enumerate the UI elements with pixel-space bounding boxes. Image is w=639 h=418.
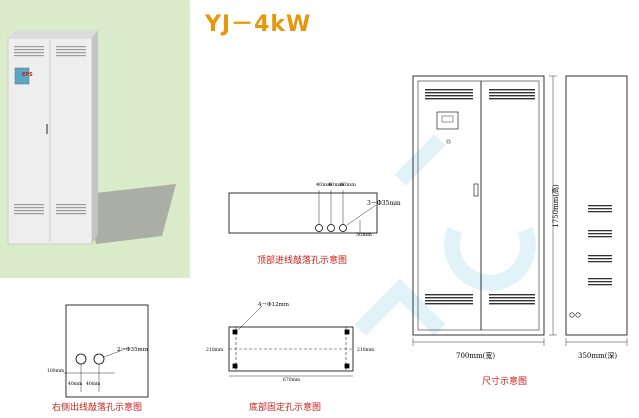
top-view-caption: 顶部进线敲落孔示意图 xyxy=(257,256,348,266)
top-dim-c: 60mm xyxy=(340,182,356,188)
right-dim-a: 40mm xyxy=(68,382,83,387)
product-photo xyxy=(7,30,176,245)
right-view-caption: 右侧出线敲落孔示意图 xyxy=(52,403,143,413)
bottom-width: 670mm xyxy=(283,378,301,383)
page-title: YJ－4kW xyxy=(205,12,312,37)
right-hole-spec: 2－Φ35mm xyxy=(117,347,148,353)
right-side-view-diagram xyxy=(64,304,149,398)
eps-badge: EPS xyxy=(22,72,33,78)
bottom-hole-spec: 4－Φ12mm xyxy=(258,302,289,308)
right-height: 100mm xyxy=(47,369,65,374)
top-height: 50mm xyxy=(356,232,372,238)
top-dim-b: 40mm xyxy=(328,182,344,188)
bottom-left-dim: 210mm xyxy=(206,348,224,353)
bottom-view-caption: 底部固定孔示意图 xyxy=(249,403,322,413)
cabinet-front-diagram xyxy=(412,75,557,346)
top-dim-a: 40mm xyxy=(316,182,332,188)
watermark xyxy=(354,134,536,336)
cabinet-width: 700mm(宽) xyxy=(456,352,496,360)
cabinet-side-diagram xyxy=(565,75,628,346)
cabinet-height: 1750mm(高) xyxy=(552,184,560,228)
bottom-view-diagram xyxy=(228,305,354,377)
top-hole-spec: 3－Φ35mm xyxy=(367,200,401,207)
cabinet-caption: 尺寸示意图 xyxy=(482,377,528,387)
bottom-right-dim: 210mm xyxy=(357,348,375,353)
right-dim-b: 40mm xyxy=(86,382,101,387)
cabinet-depth: 350mm(深) xyxy=(578,352,618,360)
top-view-diagram xyxy=(228,190,378,234)
product-photo-panel: EPS xyxy=(0,0,190,278)
